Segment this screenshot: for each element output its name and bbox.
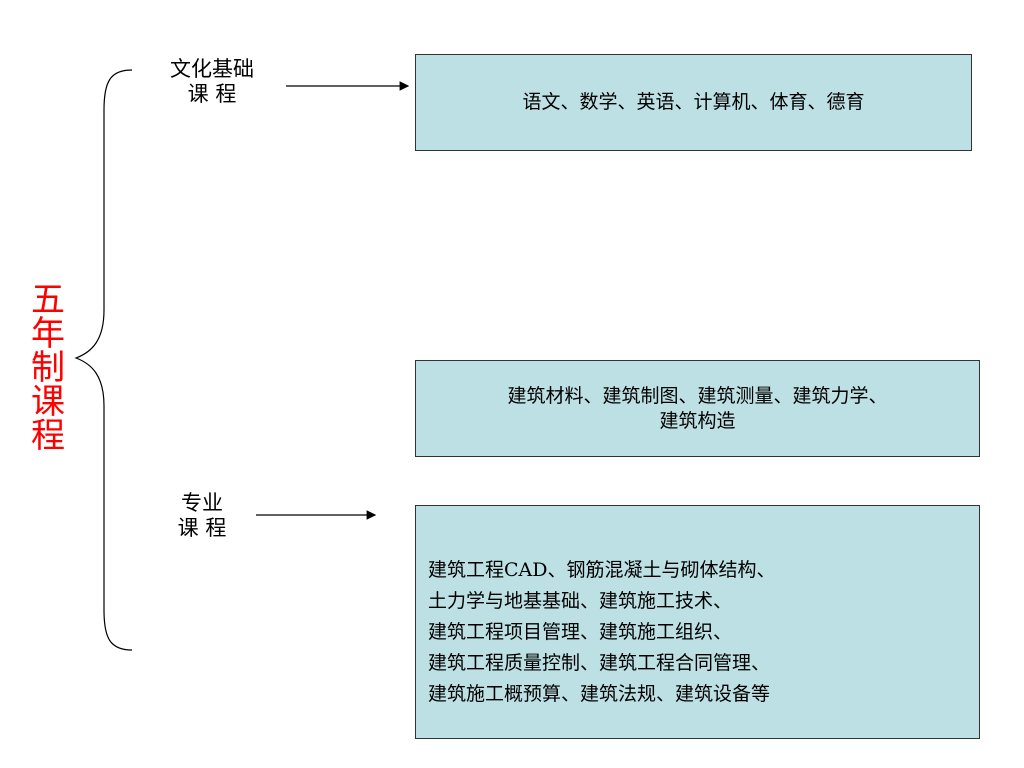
category-general-courses: 文化基础 课 程 — [170, 57, 254, 106]
professional-basic-courses-box: 建筑材料、建筑制图、建筑测量、建筑力学、 建筑构造 — [415, 360, 980, 457]
professional-advanced-courses-box: 建筑工程CAD、钢筋混凝土与砌体结构、 土力学与地基基础、建筑施工技术、 建筑工… — [415, 505, 980, 739]
diagram-title: 五 年 制 课 程 — [31, 280, 65, 456]
category-professional-courses: 专业 课 程 — [177, 491, 227, 540]
curly-brace — [74, 69, 133, 651]
general-courses-list: 语文、数学、英语、计算机、体育、德育 — [522, 91, 865, 113]
general-courses-box: 语文、数学、英语、计算机、体育、德育 — [415, 54, 972, 151]
professional-basic-courses-list: 建筑材料、建筑制图、建筑测量、建筑力学、 建筑构造 — [507, 384, 888, 432]
professional-advanced-courses-list: 建筑工程CAD、钢筋混凝土与砌体结构、 土力学与地基基础、建筑施工技术、 建筑工… — [428, 558, 776, 705]
